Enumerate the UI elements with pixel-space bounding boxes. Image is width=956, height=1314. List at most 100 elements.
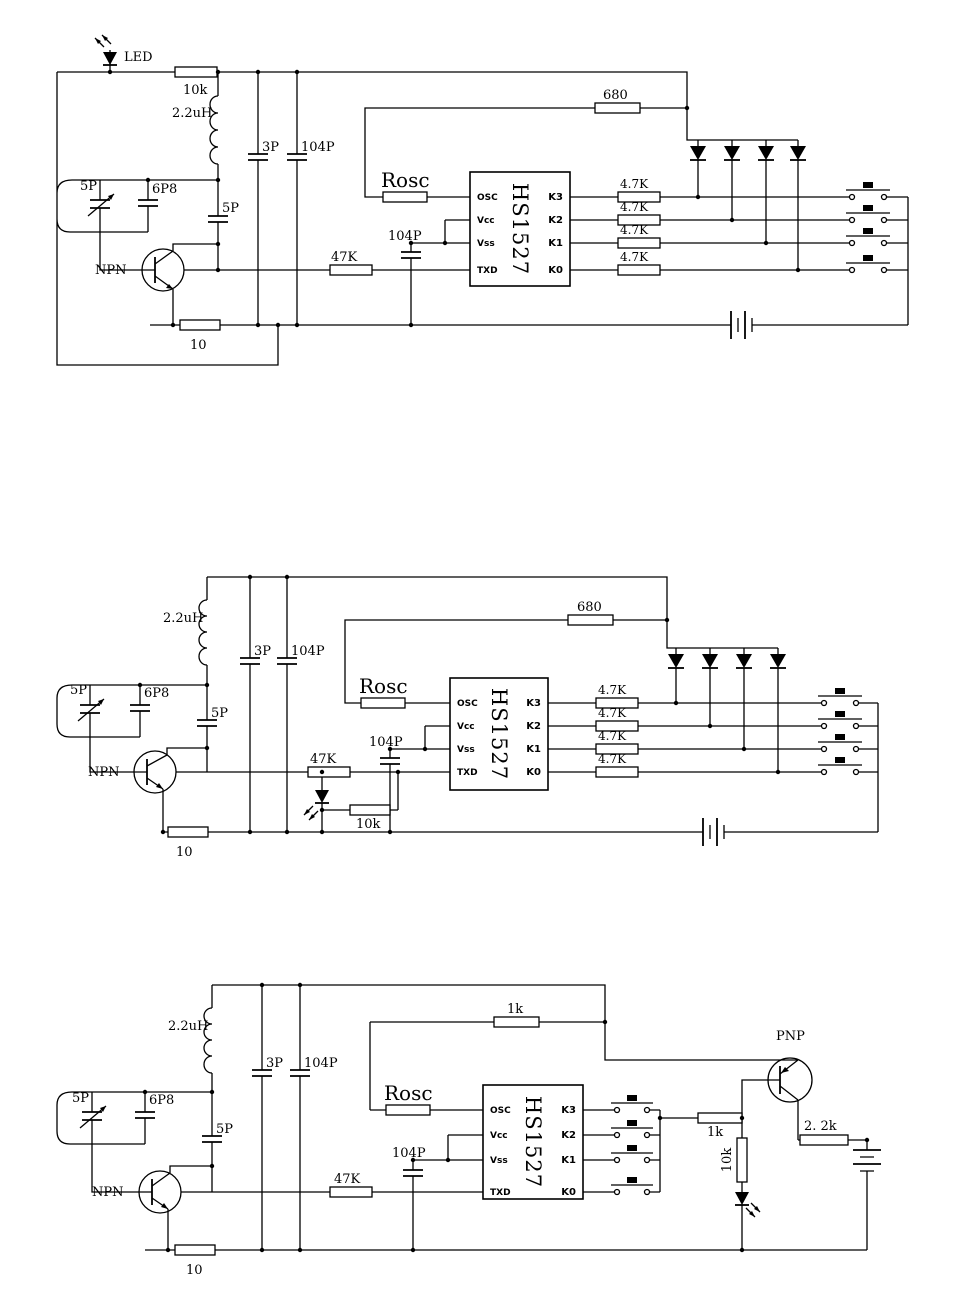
pin-k0: K0	[548, 265, 563, 276]
npn-transistor	[138, 1170, 182, 1214]
battery	[702, 818, 725, 846]
chip-name: HS1527	[508, 183, 532, 275]
pin-vcc: Vcc	[490, 1131, 508, 1141]
pin-k2: K2	[561, 1130, 576, 1141]
transistor-body	[141, 248, 185, 292]
resistor-4k7-k2	[595, 720, 639, 732]
pin-k0: K0	[526, 767, 541, 778]
capacitor-plates	[82, 1069, 423, 1177]
pin-vcc: Vcc	[457, 722, 475, 732]
label-resistor-4k7: 4.7K	[598, 683, 627, 697]
emitter-arrow	[781, 1067, 789, 1073]
inductor-coil	[198, 599, 208, 666]
resistor-4k7-k0	[595, 766, 639, 778]
transistor-leads	[779, 1059, 799, 1101]
pushbutton-k2	[611, 1120, 653, 1139]
resistor-10	[174, 1244, 216, 1256]
label-resistor-led-10k: 10k	[356, 817, 381, 832]
transistor-body	[767, 1057, 813, 1103]
label-resistor-4k7: 4.7K	[620, 223, 649, 237]
pin-txd: TXD	[477, 266, 498, 276]
resistor-2k2	[799, 1134, 849, 1146]
inductor-coil	[203, 1007, 213, 1074]
resistor-47k	[329, 264, 373, 276]
resistor-1k-top	[493, 1016, 540, 1028]
pushbutton-k1	[611, 1145, 653, 1164]
led-triangle	[315, 790, 329, 803]
trimmer-arrowhead	[100, 1106, 106, 1112]
resistor-10k-vertical	[736, 1137, 748, 1183]
pushbutton-k1	[846, 228, 890, 247]
resistor-rosc	[360, 697, 406, 709]
led-indicator	[94, 34, 117, 66]
resistor-4k7-k1	[595, 743, 639, 755]
label-cap-trim: 5P	[70, 683, 87, 698]
npn-transistor	[133, 750, 177, 794]
pushbutton-k0	[818, 757, 862, 776]
capacitor-plates	[80, 657, 400, 765]
label-cap-trim: 5P	[72, 1091, 89, 1106]
diode	[690, 146, 706, 161]
pnp-transistor	[767, 1057, 813, 1103]
label-resistor-680: 680	[577, 600, 602, 615]
label-cap-104p: 104P	[291, 644, 325, 659]
pushbutton-k2	[818, 711, 862, 730]
pushbutton-k3	[846, 182, 890, 201]
resistor-10	[179, 319, 221, 331]
label-resistor-10: 10	[186, 1263, 203, 1278]
pin-k2: K2	[526, 721, 541, 732]
inductor-coil	[209, 95, 219, 165]
label-npn: NPN	[95, 263, 127, 278]
resistor-4k7-k0	[617, 264, 661, 276]
pushbutton-k2	[846, 205, 890, 224]
label-resistor-10: 10	[176, 845, 193, 860]
led-triangle	[735, 1192, 749, 1205]
pin-k1: K1	[548, 238, 563, 249]
label-cap-5p: 5P	[216, 1122, 233, 1137]
resistor-4k7-k2	[617, 214, 661, 226]
label-cap-3p: 3P	[266, 1056, 283, 1071]
pushbutton-k0	[611, 1177, 653, 1196]
pin-k3: K3	[526, 698, 541, 709]
resistor-47k	[307, 766, 351, 778]
diode	[668, 654, 684, 669]
resistor-led-10k	[349, 804, 391, 816]
label-cap-3p: 3P	[254, 644, 271, 659]
label-npn: NPN	[88, 765, 120, 780]
resistor-4k7-k1	[617, 237, 661, 249]
label-resistor-4k7: 4.7K	[598, 706, 627, 720]
label-resistor-4k7: 4.7K	[598, 729, 627, 743]
label-cap-104p: 104P	[301, 140, 335, 155]
resistor-680	[567, 614, 614, 626]
chip-hs1527	[469, 171, 571, 287]
label-cap-dec: 104P	[369, 735, 403, 750]
pin-osc: OSC	[477, 193, 498, 203]
label-rosc: Rosc	[384, 1081, 433, 1105]
emitter-arrow	[156, 783, 163, 789]
label-resistor-2k2: 2. 2k	[804, 1119, 837, 1134]
label-resistor-10k: 10k	[183, 83, 208, 98]
label-resistor-1k-top: 1k	[507, 1002, 523, 1017]
pin-osc: OSC	[457, 699, 478, 709]
diode	[724, 146, 740, 161]
transistor-body	[133, 750, 177, 794]
led-indicator	[303, 790, 329, 821]
resistor-4k7-k3	[617, 191, 661, 203]
chip-name: HS1527	[487, 688, 511, 780]
label-pnp: PNP	[776, 1029, 805, 1044]
battery	[853, 1149, 881, 1172]
chip-hs1527	[482, 1084, 584, 1200]
resistor-1k-base	[697, 1112, 743, 1124]
resistor-4k7-k3	[595, 697, 639, 709]
emitter-arrow	[161, 1203, 168, 1209]
pin-k2: K2	[548, 215, 563, 226]
pin-k1: K1	[526, 744, 541, 755]
pin-vss: Vss	[490, 1156, 508, 1166]
label-inductor: 2.2uH	[163, 611, 203, 626]
pin-vcc: Vcc	[477, 216, 495, 226]
label-rosc: Rosc	[359, 674, 408, 698]
pin-vss: Vss	[477, 239, 495, 249]
transistor-leads	[154, 250, 174, 290]
trimmer-arrowhead	[98, 699, 104, 705]
